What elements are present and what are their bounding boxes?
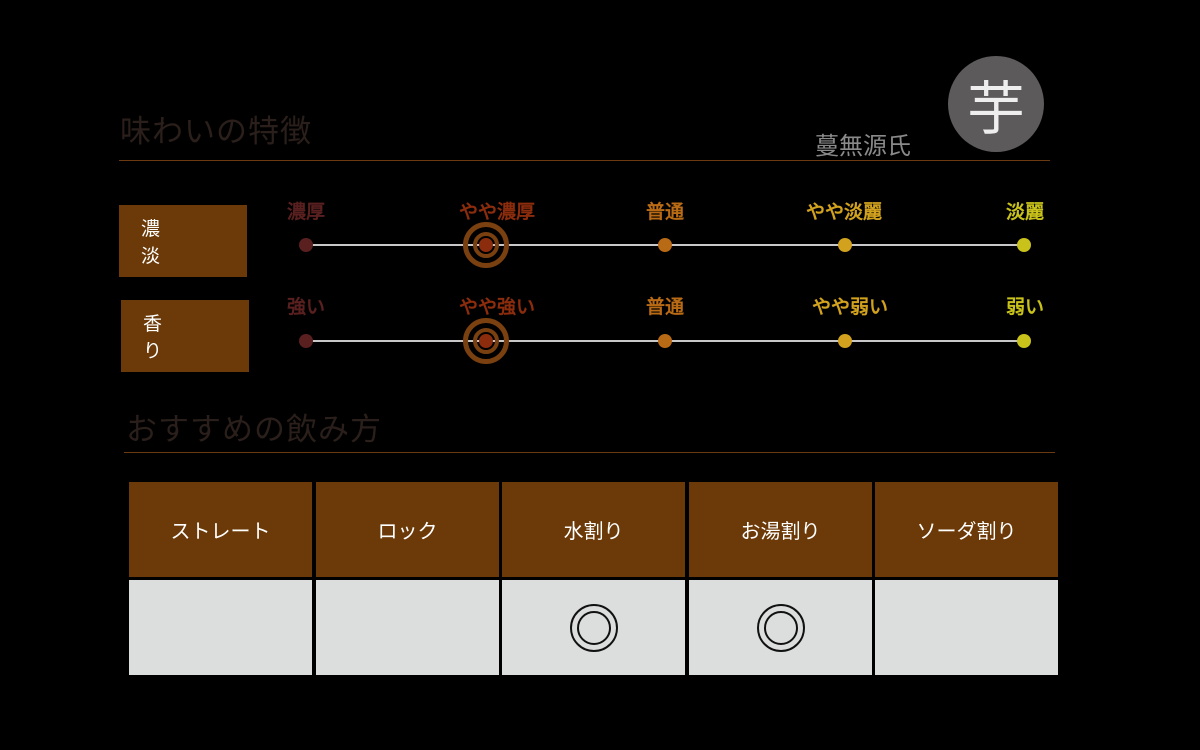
- selected-marker-icon: [463, 318, 509, 364]
- scale-dot: [838, 334, 852, 348]
- body-tick-label: やや淡麗: [805, 201, 883, 223]
- body-tick-label: 普通: [645, 201, 685, 223]
- serving-cell-rock: [316, 580, 499, 675]
- serving-section-title: おすすめの飲み方: [126, 412, 382, 448]
- scale-dot: [1017, 238, 1031, 252]
- serving-divider: [124, 452, 1055, 453]
- serving-header-straight: ストレート: [129, 482, 312, 577]
- scale-label-text: 濃 淡: [141, 218, 224, 267]
- serving-header-soda: ソーダ割り: [875, 482, 1058, 577]
- body-tick-label: 淡麗: [1005, 201, 1045, 223]
- aroma-tick-label: 普通: [645, 296, 685, 318]
- double-circle-icon: [569, 603, 618, 652]
- aroma-tick-label: 弱い: [1005, 296, 1045, 318]
- serving-cell-straight: [129, 580, 312, 675]
- aroma-tick-label: やや強い: [458, 296, 536, 318]
- serving-header-oyuwari: お湯割り: [689, 482, 872, 577]
- double-circle-icon: [756, 603, 805, 652]
- shochu-type-badge: 芋: [948, 56, 1044, 152]
- selected-marker-icon: [463, 222, 509, 268]
- body-tick-label: やや濃厚: [458, 201, 536, 223]
- maker-name: 蔓無源氏: [815, 132, 911, 160]
- scale-dot: [658, 238, 672, 252]
- aroma-tick-label: やや弱い: [811, 296, 889, 318]
- serving-header-rock: ロック: [316, 482, 499, 577]
- scale-dot: [838, 238, 852, 252]
- scale-label-body: 濃 淡: [119, 205, 247, 277]
- scale-dot: [299, 238, 313, 252]
- serving-cell-mizuwari: [502, 580, 685, 675]
- scale-dot: [299, 334, 313, 348]
- scale-label-aroma: 香 り: [121, 300, 249, 372]
- serving-header-mizuwari: 水割り: [502, 482, 685, 577]
- scale-dot: [658, 334, 672, 348]
- body-tick-label: 濃厚: [286, 201, 326, 223]
- aroma-tick-label: 強い: [286, 296, 326, 318]
- serving-cell-soda: [875, 580, 1058, 675]
- serving-cell-oyuwari: [689, 580, 872, 675]
- scale-dot: [1017, 334, 1031, 348]
- shochu-type-text: 芋: [966, 75, 1025, 143]
- taste-section-title: 味わいの特徴: [120, 114, 312, 150]
- scale-label-text: 香 り: [143, 313, 226, 362]
- taste-divider: [119, 160, 1050, 161]
